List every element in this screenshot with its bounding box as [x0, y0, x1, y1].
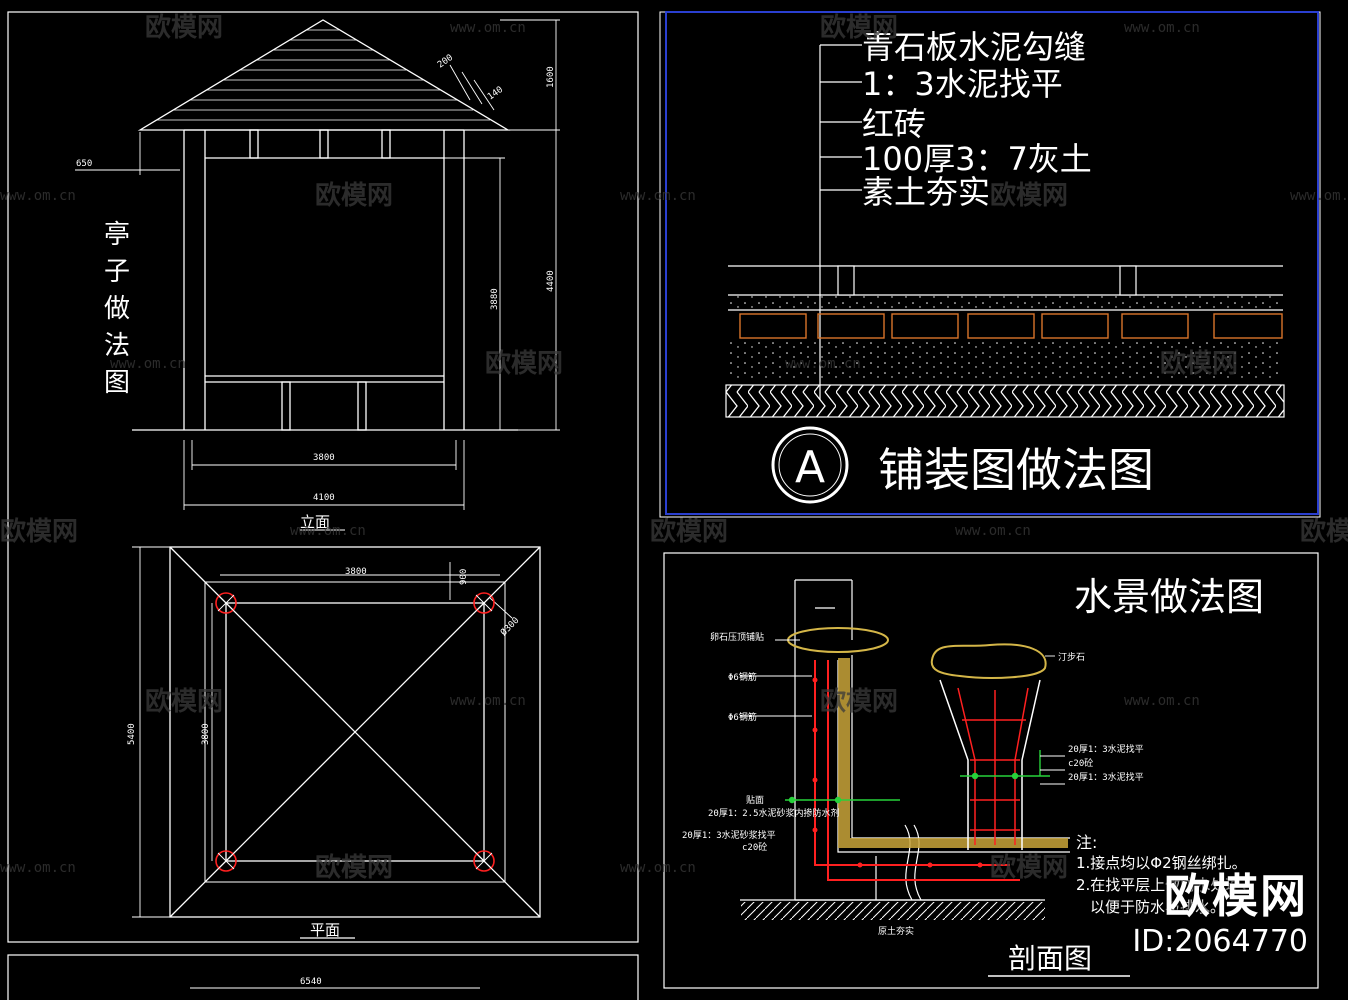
label-r1: 20厚1：3水泥找平: [1068, 743, 1144, 755]
svg-text:欧模网: 欧模网: [1160, 348, 1238, 379]
dim-300: Ø300: [498, 615, 521, 638]
label-r2: c20砼: [1068, 757, 1093, 769]
dim-3800-plan-top: 3800: [345, 567, 367, 577]
label-top-stone: 卵石压顶铺贴: [710, 631, 764, 643]
note-3: 以便于防水与排水。: [1090, 898, 1225, 916]
svg-text:www.om.cn: www.om.cn: [785, 356, 861, 372]
svg-text:www.om.cn: www.om.cn: [0, 860, 76, 876]
water-title: 水景做法图: [1074, 575, 1264, 619]
note-1: 1.接点均以Φ2钢丝绑扎。: [1076, 854, 1247, 872]
water-leaders-green: [785, 750, 1050, 804]
dim-140: 140: [486, 85, 505, 103]
left-sheet-frame: [7, 11, 639, 943]
svg-text:www.om.cn: www.om.cn: [955, 523, 1031, 539]
watermarks: 欧模网 欧模网 www.om.cn www.om.cn 欧模网 欧模网 www.…: [0, 12, 1348, 883]
dim-3800-bottom: 3800: [313, 453, 335, 463]
plan-label: 平面: [310, 921, 340, 939]
pavilion-side-title: 亭 子 做 法 图: [104, 220, 130, 398]
section-label: 剖面图: [1008, 942, 1092, 975]
brick-row: [739, 313, 1283, 339]
dim-3880: 3880: [490, 288, 500, 310]
roof-shingles: [157, 29, 490, 121]
svg-text:www.om.cn: www.om.cn: [110, 356, 186, 372]
svg-text:www.om.cn: www.om.cn: [450, 693, 526, 709]
svg-text:欧模网: 欧模网: [315, 852, 393, 883]
dim-650: 650: [76, 159, 92, 169]
svg-text:www.om.cn: www.om.cn: [620, 860, 696, 876]
paving-section: [725, 265, 1285, 418]
label-right-stone: 汀步石: [1058, 652, 1085, 663]
label-screed: 20厚1：3水泥砂浆找平: [682, 829, 776, 841]
svg-text:亭: 亭: [104, 220, 130, 250]
pavilion-elevation: [132, 19, 518, 431]
label-mortar: 20厚1：2.5水泥砂浆内掺防水剂: [708, 807, 840, 819]
brand-logo: 欧模网: [1164, 869, 1308, 923]
note-2: 2.在找平层上做防水处理，: [1076, 876, 1255, 894]
svg-text:www.om.cn: www.om.cn: [620, 188, 696, 204]
svg-text:欧模网: 欧模网: [1300, 516, 1348, 547]
paving-layer-3: 红砖: [862, 105, 926, 143]
label-rebar1: Φ6钢筋: [728, 671, 757, 683]
svg-text:www.om.cn: www.om.cn: [0, 188, 76, 204]
model-id: ID:2064770: [1132, 924, 1308, 959]
paving-layer-2: 1：3水泥找平: [862, 65, 1063, 103]
column-crosses: [217, 594, 493, 870]
elevation-label: 立面: [300, 513, 330, 531]
svg-text:欧模网: 欧模网: [820, 12, 898, 43]
dim-4100: 4100: [313, 493, 335, 503]
rebar-dots: [812, 677, 983, 868]
paving-layer-4: 100厚3：7灰土: [862, 140, 1092, 178]
paving-frame-blue: [665, 11, 1319, 515]
svg-text:欧模网: 欧模网: [990, 180, 1068, 211]
dim-900: 900: [459, 569, 469, 585]
svg-text:欧模网: 欧模网: [650, 516, 728, 547]
svg-text:www.om.cn: www.om.cn: [450, 20, 526, 36]
dim-200: 200: [436, 53, 455, 71]
svg-text:欧模网: 欧模网: [990, 852, 1068, 883]
svg-text:做: 做: [104, 294, 130, 324]
label-base: 原土夯实: [878, 925, 914, 937]
svg-text:图: 图: [104, 368, 130, 398]
label-c20: c20砼: [742, 841, 767, 853]
dim-3800-plan-left: 3800: [201, 723, 211, 745]
bottom-sheet-frame: [7, 954, 639, 1000]
svg-text:www.om.cn: www.om.cn: [1124, 20, 1200, 36]
water-ground-hatch: [741, 902, 1045, 920]
pavilion-dimensions: [75, 19, 560, 531]
svg-text:欧模网: 欧模网: [315, 180, 393, 211]
water-leaders-white: [740, 639, 1065, 785]
column-markers: [215, 592, 495, 872]
capstone: [787, 627, 889, 653]
svg-text:www.om.cn: www.om.cn: [1124, 693, 1200, 709]
label-facing: 贴面: [746, 794, 764, 806]
svg-text:欧模网: 欧模网: [0, 516, 78, 547]
svg-text:欧模网: 欧模网: [145, 12, 223, 43]
svg-text:欧模网: 欧模网: [485, 348, 563, 379]
svg-text:www.om.cn: www.om.cn: [1290, 188, 1348, 204]
dim-4400: 4400: [546, 270, 556, 292]
dim-5400: 5400: [127, 723, 137, 745]
dim-1600: 1600: [546, 66, 556, 88]
label-rebar2: Φ6钢筋: [728, 711, 757, 723]
water-wall: [740, 579, 1070, 901]
notes-title: 注:: [1076, 833, 1097, 852]
svg-text:法: 法: [104, 331, 130, 361]
svg-text:A: A: [795, 442, 825, 493]
water-pier: [930, 643, 1047, 850]
paving-badge: A: [771, 426, 849, 504]
svg-text:子: 子: [104, 257, 130, 287]
svg-text:欧模网: 欧模网: [145, 686, 223, 717]
water-frame: [663, 552, 1319, 989]
dim-6540: 6540: [300, 977, 322, 987]
svg-text:www.om.cn: www.om.cn: [290, 523, 366, 539]
svg-text:欧模网: 欧模网: [820, 686, 898, 717]
paving-layer-5: 素土夯实: [862, 173, 990, 211]
paving-title: 铺装图做法图: [878, 443, 1154, 497]
paving-layer-1: 青石板水泥勾缝: [862, 28, 1086, 66]
label-r3: 20厚1：3水泥找平: [1068, 771, 1144, 783]
